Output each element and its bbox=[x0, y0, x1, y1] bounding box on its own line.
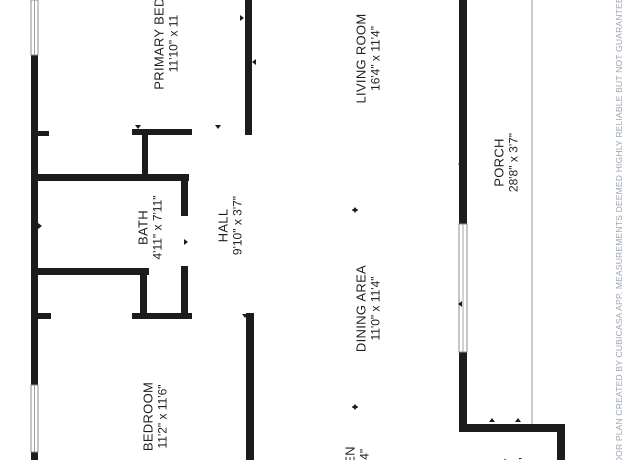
room-name: PORCH bbox=[491, 138, 507, 187]
bedroom-wall bbox=[246, 313, 254, 460]
room-dimensions: 11'0" x 11'4" bbox=[368, 276, 383, 341]
watermark-text: FLOOR PLAN CREATED BY CUBICASA APP. MEAS… bbox=[614, 0, 624, 460]
room-label-kitchen: HEN 11'4" bbox=[343, 415, 372, 460]
bedroom-wall-stub bbox=[38, 313, 51, 319]
marker bbox=[252, 59, 256, 65]
room-dimensions: 4'11" x 7'11" bbox=[150, 195, 165, 260]
marker bbox=[215, 125, 221, 129]
room-name: BEDROOM bbox=[140, 381, 156, 452]
markers bbox=[38, 15, 521, 422]
bath-upper-inner-wall bbox=[142, 129, 148, 176]
marker bbox=[135, 125, 141, 129]
marker bbox=[458, 161, 462, 167]
bath-door-jamb-upper bbox=[181, 174, 188, 216]
room-label-laundry: RY '11" bbox=[502, 427, 531, 460]
room-label-hall: HALL 9'10" x 3'7" bbox=[216, 176, 245, 276]
room-label-bedroom: BEDROOM 11'2" x 11'6" bbox=[141, 357, 170, 460]
bath-lower-inner-wall bbox=[140, 268, 147, 318]
marker bbox=[242, 314, 248, 318]
left-exterior-wall-bottom bbox=[31, 452, 38, 460]
laundry-top-wall bbox=[459, 424, 565, 432]
room-name: HEN bbox=[343, 415, 358, 460]
marker bbox=[352, 209, 358, 213]
room-name: RY bbox=[502, 427, 517, 460]
room-name: LIVING ROOM bbox=[353, 13, 369, 104]
room-dimensions: 11'10" x 11 bbox=[166, 14, 181, 73]
room-name: HALL bbox=[215, 208, 231, 243]
primary-bedroom-wall-stub bbox=[38, 131, 49, 136]
bath-upper-wall bbox=[38, 174, 189, 181]
right-exterior-wall-upper bbox=[459, 0, 467, 224]
room-dimensions: 16'4" x 11'4" bbox=[368, 26, 383, 91]
room-name: BATH bbox=[135, 210, 151, 245]
room-dimensions: '11" bbox=[517, 427, 531, 460]
windows bbox=[30, 0, 468, 453]
room-dimensions: 11'2" x 11'6" bbox=[155, 384, 170, 449]
room-label-bath: BATH 4'11" x 7'11" bbox=[136, 178, 165, 278]
room-dimensions: 28'8" x 3'7" bbox=[506, 132, 521, 193]
left-exterior-wall bbox=[31, 55, 38, 385]
marker bbox=[489, 418, 495, 422]
room-label-porch: PORCH 28'8" x 3'7" bbox=[492, 103, 521, 223]
walls bbox=[31, 0, 565, 460]
bath-lower-wall bbox=[38, 268, 149, 275]
room-dimensions: 9'10" x 3'7" bbox=[230, 195, 245, 256]
right-exterior-wall-lower bbox=[459, 352, 467, 432]
marker bbox=[38, 223, 42, 229]
marker bbox=[240, 15, 244, 21]
room-dimensions: 11'4" bbox=[358, 415, 372, 460]
room-name: DINING AREA bbox=[353, 264, 369, 353]
bath-door-jamb-lower bbox=[181, 266, 188, 316]
marker bbox=[458, 301, 462, 307]
room-label-dining-area: DINING AREA 11'0" x 11'4" bbox=[354, 249, 383, 369]
bath-bottom-wall bbox=[132, 313, 192, 319]
laundry-side-wall bbox=[557, 424, 565, 460]
bath-top-wall bbox=[132, 129, 192, 135]
marker bbox=[352, 406, 358, 410]
marker bbox=[515, 418, 521, 422]
room-name: PRIMARY BED bbox=[151, 0, 167, 90]
primary-bedroom-wall bbox=[245, 0, 252, 135]
room-label-primary-bedroom: PRIMARY BED 11'10" x 11 bbox=[152, 0, 181, 104]
marker bbox=[184, 239, 188, 245]
room-label-living-room: LIVING ROOM 16'4" x 11'4" bbox=[354, 0, 383, 119]
